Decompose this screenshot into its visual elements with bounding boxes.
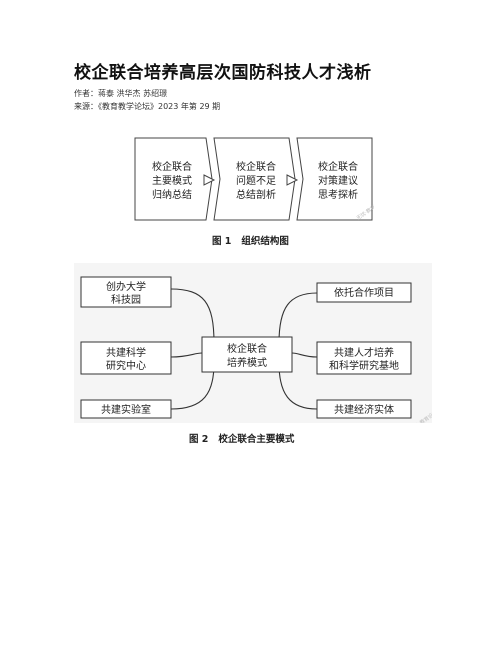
fig1-box-2-line-3: 总结剖析 <box>236 188 276 201</box>
fig2-left-1-line-1: 创办大学 <box>106 280 146 293</box>
fig1-box-1-line-1: 校企联合 <box>152 160 192 173</box>
fig1-box-2-line-1: 校企联合 <box>236 160 276 173</box>
fig1-box-1 <box>134 137 213 221</box>
fig1-box-2-line-2: 问题不足 <box>236 174 276 187</box>
article-authors: 作者：蒋泰 洪华杰 苏绍璟 <box>74 88 167 99</box>
fig2-left-node-1 <box>80 276 172 308</box>
fig1-box-1-line-3: 归纳总结 <box>152 188 192 201</box>
fig1-box-1-line-2: 主要模式 <box>152 174 192 187</box>
fig2-left-2-line-1: 共建科学 <box>106 346 146 359</box>
fig1-box-3-line-1: 校企联合 <box>318 160 358 173</box>
article-title: 校企联合培养高层次国防科技人才浅析 <box>74 63 372 83</box>
source-value: 《教育教学论坛》2023 年第 29 期 <box>98 102 221 111</box>
fig2-center-line-2: 培养模式 <box>227 356 267 369</box>
fig2-left-2-line-2: 研究中心 <box>106 359 146 372</box>
fig2-connector-right-top <box>278 292 318 344</box>
figure-1-diagram: 校企联合 主要模式 归纳总结 校企联合 问题不足 总结剖析 校企联合 对策建议 … <box>134 137 374 222</box>
figure-2-number: 图 2 <box>189 434 209 445</box>
fig1-box-3 <box>296 137 373 221</box>
authors-value: 蒋泰 洪华杰 苏绍璟 <box>98 89 168 98</box>
fig1-box-3-line-2: 对策建议 <box>318 174 358 187</box>
source-label: 来源： <box>74 102 98 111</box>
fig2-center-node <box>201 336 293 373</box>
fig1-arrow-1 <box>203 174 216 186</box>
authors-label: 作者： <box>74 89 98 98</box>
fig2-right-1-line-1: 依托合作项目 <box>334 286 394 299</box>
figure-1-title: 组织结构图 <box>241 236 289 247</box>
fig2-right-3-line-1: 共建经济实体 <box>334 403 394 416</box>
figure-1-caption: 图 1 组织结构图 <box>212 233 289 247</box>
fig1-box-2 <box>213 137 296 221</box>
figure-2-diagram: 校企联合 培养模式 创办大学 科技园 共建科学 研究中心 共建实验室 依托合作项… <box>74 263 432 423</box>
fig2-connector-left-mid <box>170 352 203 358</box>
fig2-right-2-line-1: 共建人才培养 <box>334 346 394 359</box>
fig2-center-line-1: 校企联合 <box>227 342 267 355</box>
fig2-left-node-2 <box>80 341 172 375</box>
fig2-right-node-2 <box>316 341 412 375</box>
figure-2-caption: 图 2 校企联合主要模式 <box>189 431 294 445</box>
figure-2-title: 校企联合主要模式 <box>218 434 295 445</box>
fig2-right-2-line-2: 和科学研究基地 <box>329 359 399 372</box>
figure-1-number: 图 1 <box>212 236 232 247</box>
fig2-right-node-3 <box>316 399 412 419</box>
fig2-watermark: 无忧·教育论坛 <box>409 409 432 423</box>
fig1-box-3-line-3: 思考探析 <box>318 188 358 201</box>
fig2-right-node-1 <box>316 282 412 303</box>
fig2-connector-right-mid <box>291 352 318 358</box>
fig1-arrow-2 <box>286 174 299 186</box>
fig2-left-node-3 <box>80 399 172 419</box>
fig2-left-3-line-1: 共建实验室 <box>101 403 151 416</box>
article-source: 来源：《教育教学论坛》2023 年第 29 期 <box>74 101 220 112</box>
fig2-connector-left-top <box>170 288 215 344</box>
fig2-left-1-line-2: 科技园 <box>111 293 141 306</box>
